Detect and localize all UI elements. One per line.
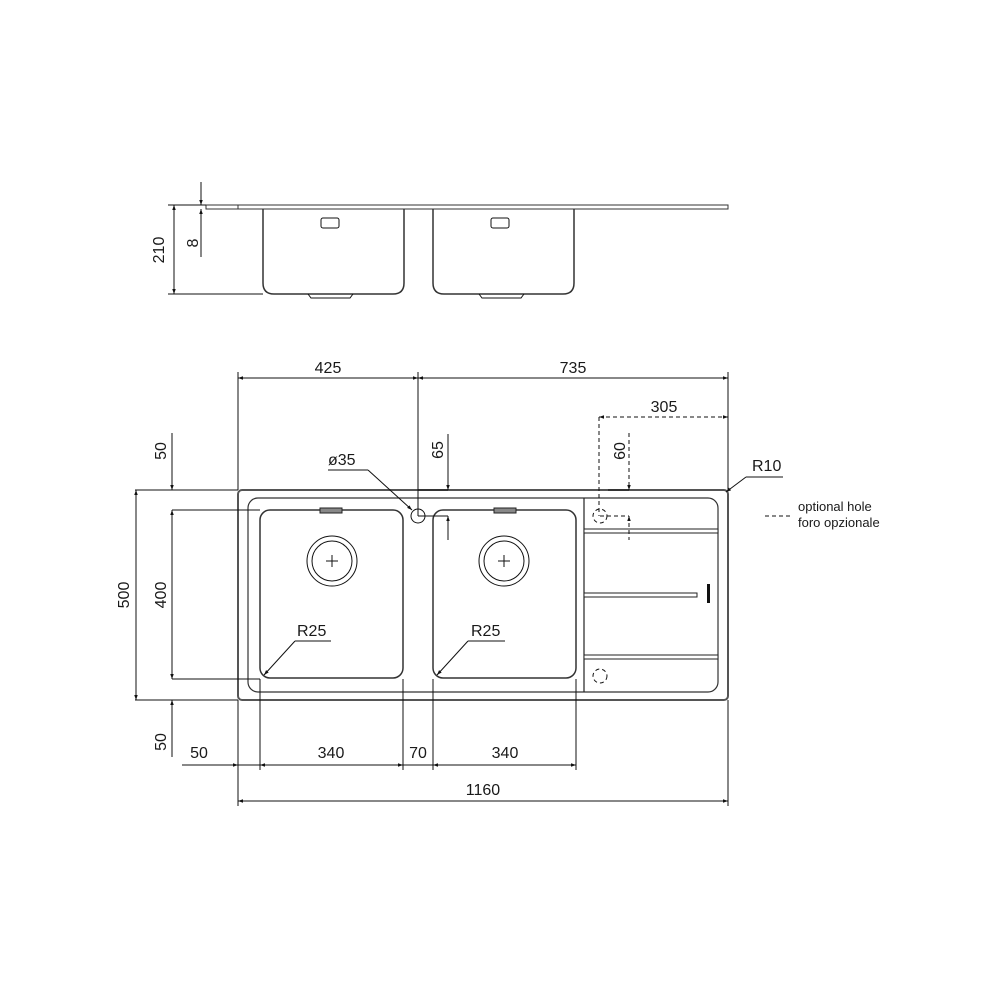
side-bowl-1	[262, 209, 405, 295]
dim-thickness-8: 8	[185, 238, 202, 247]
dim-tap-hole-diameter: ø35	[328, 452, 356, 469]
deck-plate	[205, 204, 729, 210]
dim-r25-bowl-2: R25	[471, 623, 500, 640]
dim-70-gap: 70	[409, 745, 427, 762]
legend-optional-hole: optional hole	[798, 499, 872, 514]
optional-hole-bottom	[592, 668, 608, 684]
legend-foro-opzionale: foro opzionale	[798, 515, 880, 530]
dim-305: 305	[651, 399, 678, 416]
dim-50-left: 50	[190, 745, 208, 762]
side-bowl-2	[432, 209, 575, 295]
drain-2-outer	[478, 535, 530, 587]
dim-50-top: 50	[153, 442, 170, 460]
drain-1-inner	[311, 540, 353, 582]
dim-340-bowl-1: 340	[318, 745, 345, 762]
dim-425: 425	[315, 360, 342, 377]
dim-500: 500	[116, 582, 133, 609]
drain-1-outer	[306, 535, 358, 587]
dim-height-210: 210	[151, 237, 168, 264]
side-overflow-2	[490, 217, 510, 229]
drainboard-rib-middle	[583, 592, 698, 598]
dim-340-bowl-2: 340	[492, 745, 519, 762]
dim-400: 400	[153, 582, 170, 609]
drain-2-inner	[483, 540, 525, 582]
dim-r25-bowl-1: R25	[297, 623, 326, 640]
overflow-2	[493, 507, 517, 514]
drainboard-handle	[707, 584, 710, 603]
side-view: 210 8	[151, 182, 729, 299]
sink-outline	[237, 489, 729, 701]
overflow-1	[319, 507, 343, 514]
drainboard-rib-bottom	[583, 654, 719, 660]
dim-50-bottom: 50	[153, 733, 170, 751]
dim-60: 60	[612, 442, 629, 460]
dim-r10: R10	[752, 458, 781, 475]
bowl-1	[259, 509, 404, 679]
dim-65: 65	[430, 441, 447, 459]
inner-rim	[247, 497, 719, 693]
bowl-2	[432, 509, 577, 679]
drainboard-rib-top	[583, 528, 719, 534]
side-overflow-1	[320, 217, 340, 229]
dim-1160: 1160	[466, 782, 501, 799]
top-view: 425 735 305 60 R10 optional hole foro op…	[116, 360, 880, 806]
dim-735: 735	[560, 360, 587, 377]
